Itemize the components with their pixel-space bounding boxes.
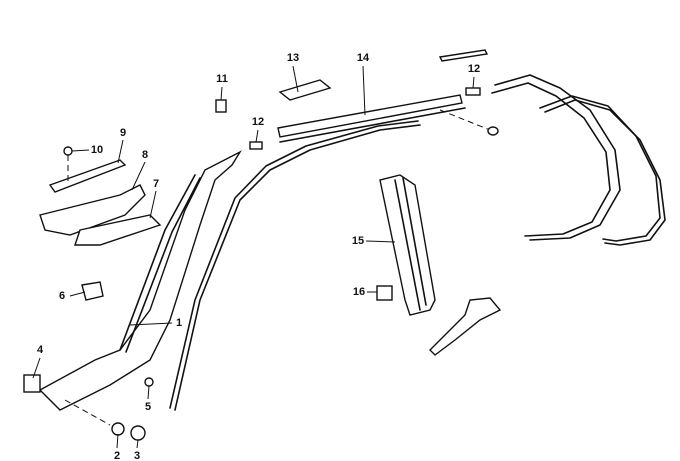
part-13-plate: [278, 79, 332, 101]
part-3-cap: [130, 425, 146, 441]
part-8-cover: [39, 184, 146, 236]
callout-3: 3: [132, 450, 142, 461]
callout-12-a: 12: [250, 116, 266, 128]
part-12-clip-a: [249, 141, 263, 150]
part-10-screw: [63, 146, 73, 156]
part-12-clip-b: [465, 87, 481, 96]
part-6-clip: [81, 281, 104, 301]
callout-13: 13: [285, 52, 301, 64]
callout-15: 15: [350, 235, 366, 247]
callout-11: 11: [215, 73, 229, 85]
callout-1: 1: [174, 317, 184, 329]
part-14-rail: [277, 94, 463, 138]
callout-8: 8: [140, 149, 150, 161]
part-rear-seal-outer: [494, 74, 621, 241]
part-9-strip: [48, 159, 127, 193]
part-11-clip: [215, 99, 227, 113]
part-bracket: [429, 297, 502, 356]
part-long-molding: [174, 124, 421, 411]
callout-7: 7: [151, 178, 161, 190]
callout-10: 10: [89, 144, 105, 156]
callout-16: 16: [351, 286, 367, 298]
callout-6: 6: [57, 290, 67, 302]
part-4-clip: [23, 374, 41, 393]
callout-9: 9: [118, 127, 128, 139]
callout-12-b: 12: [466, 63, 482, 75]
callout-2: 2: [112, 450, 122, 461]
callout-14: 14: [355, 52, 371, 64]
callout-4: 4: [35, 344, 45, 356]
part-5-clip: [144, 377, 154, 387]
part-16-clip: [376, 285, 393, 301]
part-1-pillar-trim: [38, 150, 242, 411]
part-7-bracket: [74, 214, 162, 246]
callout-5: 5: [143, 401, 153, 413]
part-2-screw: [111, 422, 125, 436]
